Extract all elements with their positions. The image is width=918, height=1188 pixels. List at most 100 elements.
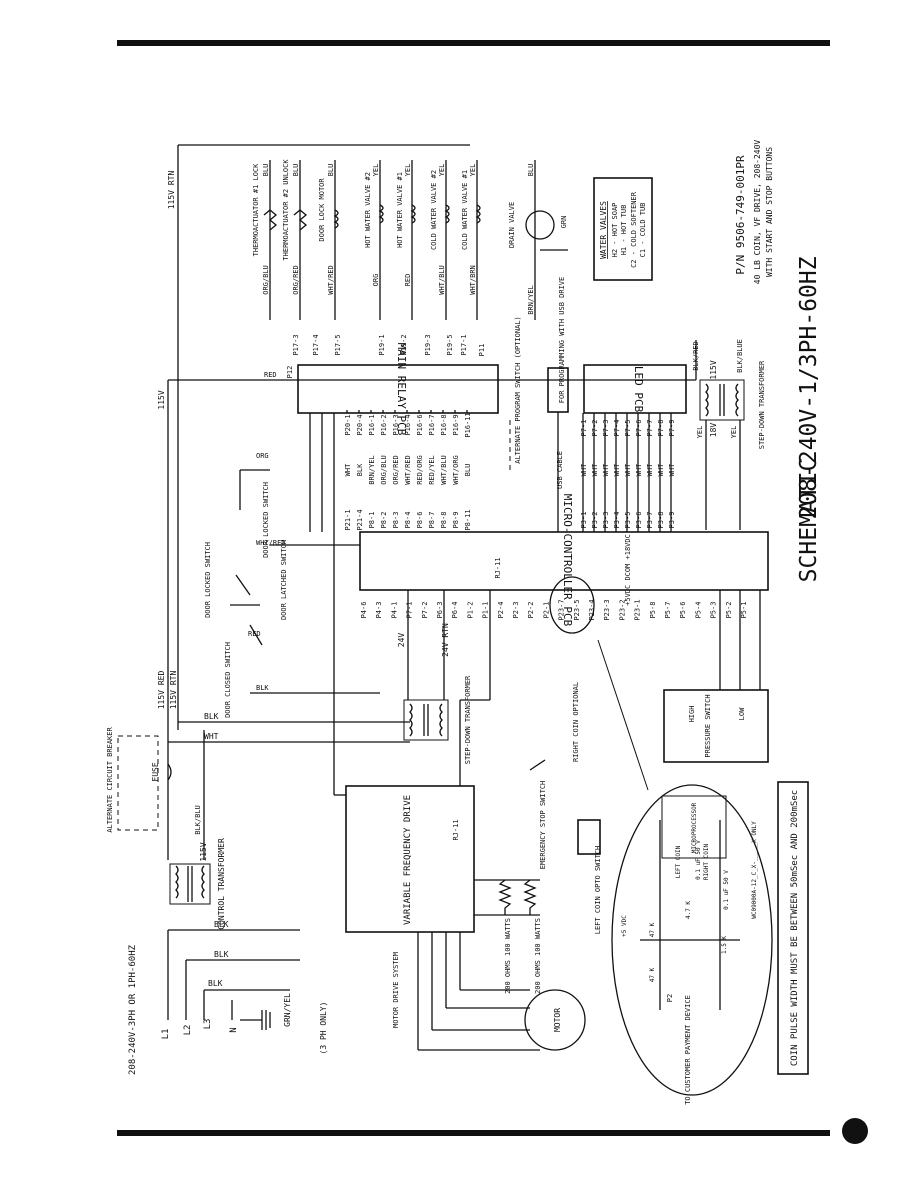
voltage-note: 208-240V-3PH OR 1PH-60HZ xyxy=(128,944,138,1075)
relay-pin-wire: RED/ORG xyxy=(416,455,424,485)
schematic-label: SCHEMATIC xyxy=(796,458,822,583)
wire-label-org: ORG xyxy=(256,452,269,460)
relay-pin-a: P8-11 xyxy=(464,509,472,530)
door-latched-switch-label: DOOR LATCHED SWITCH xyxy=(280,540,288,620)
bottom-rule xyxy=(117,1130,830,1136)
load-label: DRAIN VALVE xyxy=(508,202,516,248)
mc-pin: P7-2 xyxy=(421,602,429,619)
relay-pin-b: P16-6 xyxy=(416,414,424,435)
led-pin-b: P7-1 xyxy=(580,420,588,437)
load-pin: P17-3 xyxy=(292,334,300,355)
ground-label: GRN/YEL xyxy=(283,993,292,1027)
relay-pin-a: P8-7 xyxy=(428,512,436,529)
relay-pin-wire: WHT xyxy=(344,463,352,476)
relay-pin-a: P8-4 xyxy=(404,512,412,529)
wire-label-blk: BLK xyxy=(214,950,229,959)
p2-highlight xyxy=(549,576,595,634)
rj11-label: RJ-11 xyxy=(494,557,502,578)
load-return: YEL xyxy=(438,164,446,177)
legend-title: WATER VALVES xyxy=(599,201,608,259)
relay-pin-b: P16-9 xyxy=(452,414,460,435)
coin-detail: MICROPROCESSOR LEFT COIN RIGHT COIN +5 V… xyxy=(621,795,758,1105)
main-relay-pcb xyxy=(297,364,499,414)
legend-box xyxy=(593,177,653,281)
relay-pin-b: P20-4 xyxy=(356,414,364,435)
vfd-label: VARIABLE FREQUENCY DRIVE xyxy=(403,795,413,925)
stop-and-coin: EMERGENCY STOP SWITCH LEFT COIN OPTO SWI… xyxy=(529,639,649,934)
description-line1: 40 LB COIN, VF DRIVE, 208-240V xyxy=(753,140,762,285)
line-n: N xyxy=(229,1027,239,1032)
relay-pin-b: P20-1 xyxy=(344,414,352,435)
mc-pin: P4-1 xyxy=(390,602,398,619)
led-pin-wire: WHT xyxy=(591,463,599,476)
relay-pin-a: P8-9 xyxy=(452,512,460,529)
door-locked-switch-label: DOOR LOCKED SWITCH xyxy=(204,542,212,618)
mc-pin: P2-3 xyxy=(512,602,520,619)
title-label: 208-240V-1/3PH-60HZ xyxy=(796,256,822,519)
motor xyxy=(524,989,586,1051)
mc-pin: P23-2 xyxy=(618,599,626,620)
load-return: YEL xyxy=(372,164,380,177)
cap-label: 0.1 uF 50 V xyxy=(695,840,702,880)
mc-pin: P2-4 xyxy=(497,602,505,619)
load-label: COLD WATER VALVE #2 xyxy=(430,170,438,250)
relay-pin-b: P16-2 xyxy=(380,414,388,435)
relay-pin-a: P21-4 xyxy=(356,509,364,530)
footer-note-box xyxy=(777,781,809,1075)
mc-pin: P23-1 xyxy=(634,599,642,620)
footer-note: COIN PULSE WIDTH MUST BE BETWEEN 50mSec … xyxy=(790,790,800,1066)
mc-pin: P23-3 xyxy=(603,599,611,620)
relay-pin-wire: ORG/RED xyxy=(392,455,400,485)
relay-pin-a: P8-1 xyxy=(368,512,376,529)
door-switches: DOOR LOCKED SWITCH DOOR LOCKED SWITCH DO… xyxy=(204,452,380,718)
blk-blue-label: BLK/BLUE xyxy=(736,339,744,373)
load-pin: P17-5 xyxy=(334,334,342,355)
load-label: HOT WATER VALVE #2 xyxy=(364,172,372,248)
load-wire: ORG/BLU xyxy=(262,265,270,295)
relay-pin-wire: BLU xyxy=(464,464,472,477)
pressure-high-label: HIGH xyxy=(688,706,696,723)
three-phase-note: (3 PH ONLY) xyxy=(319,1002,328,1055)
load-label: COLD WATER VALVE #1 xyxy=(461,170,469,250)
led-pin-b: P7-5 xyxy=(624,420,632,437)
usb-cable-label: USB CABLE xyxy=(556,451,564,489)
led-pin-b: P7-2 xyxy=(591,420,599,437)
led-pin-wire: WHT xyxy=(602,463,610,476)
led-pin-b: P7-4 xyxy=(613,420,621,437)
relay-pin-a: P8-6 xyxy=(416,512,424,529)
legend-row: C1 - COLD TUB xyxy=(639,203,647,258)
led-pin-wire: WHT xyxy=(668,463,676,476)
load-pin: P19-5 xyxy=(446,334,454,355)
mc-pin: P5-1 xyxy=(740,602,748,619)
usb-program-note: FOR PROGRAMMING WITH USB DRIVE xyxy=(558,277,566,403)
relay-pin-b: P16-3 xyxy=(392,414,400,435)
r4k7-label: 4.7 K xyxy=(685,901,692,919)
relay-pin-wire: BRN/YEL xyxy=(368,455,376,485)
line-l3: L3 xyxy=(203,1019,213,1030)
load-return: YEL xyxy=(469,164,477,177)
step-down-24v-label: STEP-DOWN TRANSFORMER xyxy=(464,675,472,764)
step-down-18v: 18V 115V BLK/RED BLK/BLUE STEP-DOWN TRAN… xyxy=(692,339,766,530)
mc-pin: P4-6 xyxy=(360,602,368,619)
emergency-stop-label: EMERGENCY STOP SWITCH xyxy=(539,781,547,870)
relay-pin-table: P21-1WHTP20-1P21-4BLKP20-4P8-1BRN/YELP16… xyxy=(344,410,472,531)
wire-label-wht-red: WHT/RED xyxy=(256,539,286,547)
relay-pin-wire: WHT/BLU xyxy=(440,455,448,485)
led-pin-a: P3-2 xyxy=(591,512,599,529)
legend-row: H1 - HOT TUB xyxy=(620,205,628,256)
braking-resistors: 200 OHMS 100 WATTS 200 OHMS 100 WATTS xyxy=(474,879,542,994)
led-pin-a: P3-7 xyxy=(646,512,654,529)
page-marker xyxy=(842,1118,868,1144)
led-pin-wire: WHT xyxy=(646,463,654,476)
mc-pin: P5-2 xyxy=(725,602,733,619)
wire-label-red: RED xyxy=(248,630,261,638)
legend-row: H2 - HOT SOAP xyxy=(611,203,619,258)
relay-pin-wire: BLK xyxy=(356,463,364,476)
micro-controller-pcb-label: MICRO-CONTROLLER PCB xyxy=(561,494,574,627)
power-rails: 115V RTN 115V 115V RED 115V RTN BLK WHT xyxy=(157,144,696,743)
control-transformer-label: CONTROL TRANSFORMER xyxy=(217,838,226,930)
wire-label-blk: BLK xyxy=(214,920,229,929)
rtn-24v-label: 24V RTN xyxy=(441,623,450,657)
mc-pin: P23-7 xyxy=(558,599,566,620)
